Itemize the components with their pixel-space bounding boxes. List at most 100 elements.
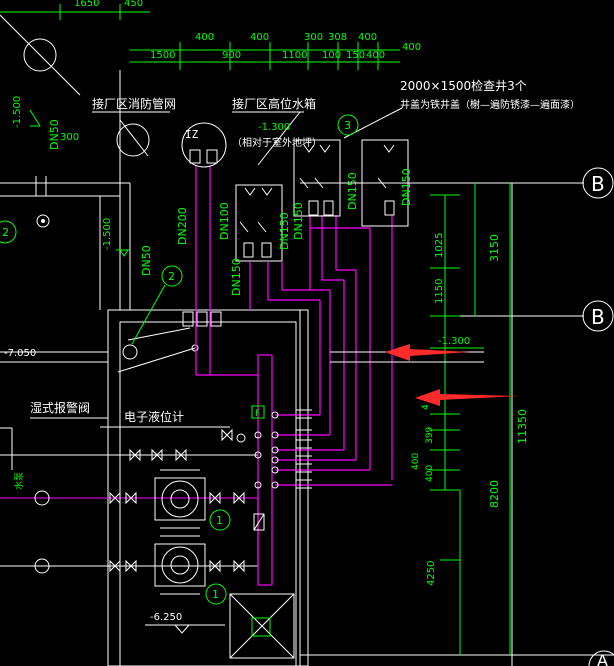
circle-tag-1b	[205, 583, 227, 605]
fire-pipe-diag	[119, 119, 149, 157]
axis-bubble-b2	[582, 300, 614, 332]
dim-1150: 1150	[434, 279, 445, 304]
connection-stubs	[296, 409, 312, 489]
elev-1300-top: -1.300	[258, 122, 290, 133]
dim-400b: 400	[425, 465, 435, 482]
left-structure	[0, 70, 131, 470]
pipe-circle-top-left	[23, 38, 57, 72]
dn50-left: DN50	[48, 119, 61, 150]
dim-4: 4	[421, 404, 431, 410]
circle-tag-3	[337, 114, 359, 136]
dim-450: 450	[124, 0, 143, 9]
elev-6250: -6.250	[150, 612, 182, 623]
magenta-pipe-network	[195, 165, 393, 586]
elev-1300-right: -1.300	[438, 336, 470, 347]
pump-room-walls	[107, 309, 309, 666]
inspection-well-note-2: 井盖为铁井盖（榭—遍防锈漆—遍面漆）	[400, 98, 580, 111]
sump-pit	[229, 593, 295, 659]
right-dim-texts: 1025 1150 3150 11350 399 400 400 8200 42…	[411, 233, 529, 586]
dn150-b: DN150	[278, 212, 291, 250]
fire-pipe-connection-circle	[116, 123, 150, 157]
valve-vertical	[253, 513, 265, 531]
grid-lines	[299, 182, 614, 666]
dim-900: 900	[222, 50, 241, 61]
dim-11350: 11350	[516, 409, 529, 444]
valve-box-1	[235, 184, 283, 262]
circle-tag-2-pump	[161, 265, 183, 287]
f-box-label: F	[255, 409, 260, 419]
circle-tag-2-pump-label: 2	[168, 270, 175, 283]
dim-100: 100	[322, 50, 341, 61]
pump-2	[154, 535, 206, 595]
dn150-c: DN150	[292, 202, 305, 240]
iz-label: IZ	[185, 128, 199, 141]
fire-pipe-label: 接厂区消防管网	[92, 96, 176, 111]
elev-1500-mid: -1.500	[102, 218, 113, 250]
valve-box-2	[293, 139, 341, 217]
valve-row-455	[129, 428, 233, 462]
dn150-a: DN150	[230, 258, 243, 296]
dim-1100: 1100	[282, 50, 307, 61]
dn100: DN100	[218, 202, 231, 240]
dim-400: 400	[411, 453, 421, 470]
wet-alarm-valve-label: 湿式报警阀	[30, 400, 90, 415]
dn-labels: DN200 DN100 DN150 DN150 DN150 DN150 DN15…	[102, 168, 413, 296]
circle-tag-1b-label: 1	[212, 588, 219, 601]
dn150-e: DN150	[400, 168, 413, 206]
circle-tag-2-left	[0, 220, 17, 244]
pump-room-pipe-circle	[122, 344, 138, 360]
f-box	[251, 405, 265, 419]
red-arrow-2	[415, 389, 520, 406]
tank-level-label: 接厂区高位水箱	[232, 96, 316, 111]
dn200: DN200	[176, 207, 189, 245]
axis-b1-label: B	[591, 172, 605, 196]
pump-valves	[109, 491, 245, 573]
pipe-end-left	[36, 214, 50, 228]
dim-150: 150	[346, 50, 365, 61]
level-gauge-label: 电子液位计	[124, 409, 184, 424]
n300-left: 300	[60, 132, 79, 143]
pump-1	[154, 469, 206, 529]
dim-300: 300	[304, 32, 323, 43]
top-dimension-lines	[0, 4, 400, 70]
axis-a-label: A	[597, 651, 608, 666]
pipe-circle-left-2	[34, 558, 50, 574]
top-dimension-texts: 1650 450 400 400 300 308 400 1500 900 11…	[74, 0, 421, 61]
right-dim-lines	[430, 183, 511, 655]
axis-bubble-b1	[582, 167, 614, 199]
axis-bubble-a	[588, 650, 614, 666]
dim-1650: 1650	[74, 0, 99, 9]
elev-marker-left	[29, 109, 41, 127]
dim-4250: 4250	[426, 561, 437, 586]
dn150-d: DN150	[346, 172, 359, 210]
inspection-well-note-1: 2000×1500检查井3个	[400, 78, 527, 93]
relative-note: （相对于室外地坪）	[232, 136, 322, 149]
level-gauge-connections	[254, 411, 279, 489]
circle-tag-2-left-label: 2	[2, 226, 9, 239]
dim-400b: 400	[250, 32, 269, 43]
circle-tag-3-label: 3	[344, 119, 351, 132]
elev-1500-left: -1.500	[12, 96, 23, 128]
diag-pipe-pump-room	[117, 347, 196, 373]
pipe-circle-left-1	[34, 490, 50, 506]
dim-400a: 400	[195, 32, 214, 43]
dn50-mid: DN50	[140, 245, 153, 276]
red-arrow-1	[385, 344, 470, 361]
elev-7050: -7.050	[4, 348, 36, 359]
dim-1025: 1025	[434, 233, 445, 258]
dim-400d: 400	[366, 50, 385, 61]
pipe-end-left-dot	[41, 219, 45, 223]
dim-399: 399	[425, 427, 435, 444]
axis-b2-label: B	[591, 305, 605, 329]
dim-400c: 400	[358, 32, 377, 43]
dim-1500: 1500	[150, 50, 175, 61]
top-valve-group	[182, 311, 222, 352]
pump-label-rotated: 水泵	[13, 472, 25, 490]
dim-400e: 400	[402, 42, 421, 53]
diag-line-top-left	[0, 14, 81, 96]
circle-tag-1a-label: 1	[216, 514, 223, 527]
tank-level-gauge	[181, 122, 227, 168]
dim-308: 308	[328, 32, 347, 43]
